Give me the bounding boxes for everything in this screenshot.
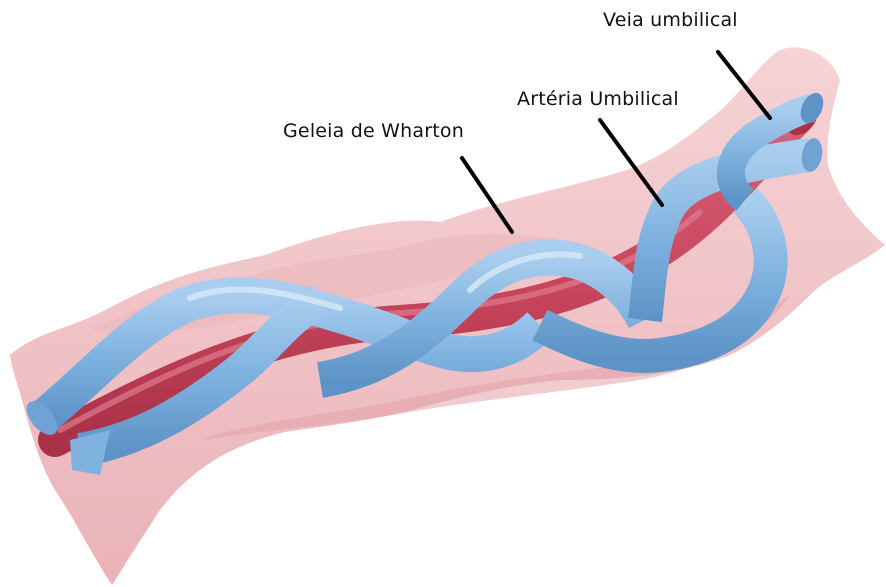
label-arteria-umbilical: Artéria Umbilical (517, 88, 679, 110)
label-veia-umbilical: Veia umbilical (603, 9, 738, 31)
label-geleia-wharton: Geleia de Wharton (283, 120, 464, 142)
